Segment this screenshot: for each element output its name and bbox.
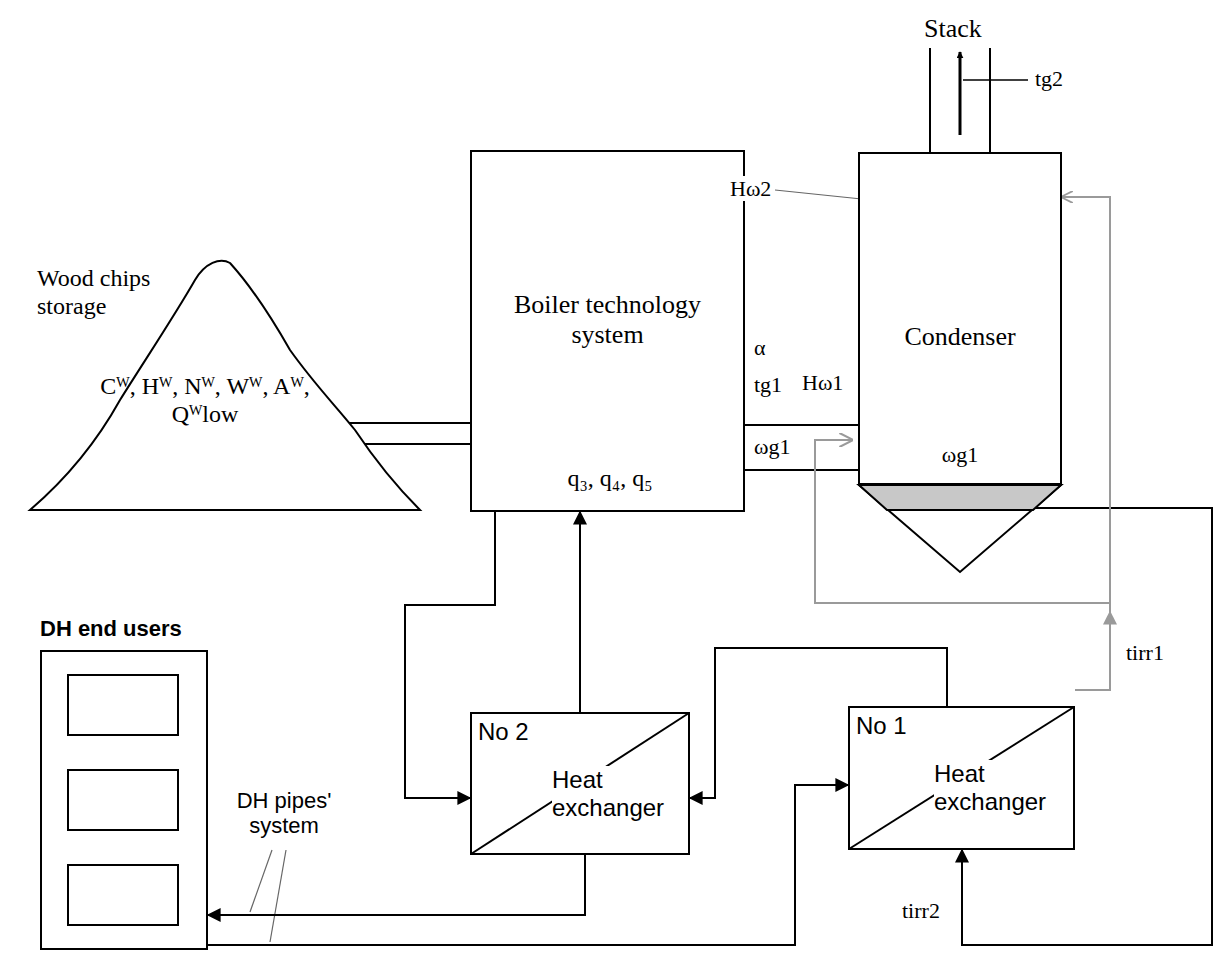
pipe-system-label: DH pipes' system — [222, 788, 346, 839]
node-shape — [858, 152, 1062, 485]
node-title: Condenser — [878, 322, 1042, 352]
spray-symbol: Hω2 — [728, 176, 773, 201]
building-unit — [68, 770, 178, 830]
stack-chimney — [930, 48, 1028, 153]
exchanger-diagonal — [471, 713, 689, 854]
temperature-symbol: tirr1 — [1124, 640, 1166, 665]
box-outline — [41, 651, 207, 949]
exchanger-outline — [849, 707, 1074, 849]
spray-water-line — [1062, 197, 1110, 690]
exchanger-diagonal — [849, 707, 1074, 849]
building-unit — [68, 865, 178, 925]
exchanger-outline — [471, 713, 689, 854]
temperature-symbol: tg1 — [752, 372, 784, 397]
box-outline — [471, 151, 744, 511]
unit-number: No 2 — [478, 718, 529, 746]
building-unit — [68, 675, 178, 735]
temperature-symbol: tirr2 — [900, 898, 942, 923]
end-users-box: DH end users — [40, 650, 208, 950]
leader-lines — [250, 190, 900, 942]
excess-air-symbol: α — [752, 335, 768, 360]
stack-label: Stack — [922, 14, 984, 44]
node-shape — [40, 650, 208, 950]
storage-pile-outline — [30, 261, 420, 510]
condensate-sump — [859, 485, 1061, 510]
node-title: DH end users — [40, 616, 240, 641]
temperature-symbol: tg2 — [1033, 66, 1065, 91]
flow-line — [579, 512, 581, 712]
heat-exchanger: No 2 Heat exchanger — [470, 712, 690, 855]
flue-duct-wall — [745, 469, 858, 471]
heat-exchanger: No 1 Heat exchanger — [848, 706, 1075, 850]
unit-number: No 1 — [856, 712, 907, 740]
storage-pile: Wood chips storageCᵂ, Hᵂ, Nᵂ, Wᵂ, Aᵂ, Qᵂ… — [25, 255, 425, 513]
condenser-outline — [859, 153, 1061, 484]
node-title: Boiler technology system — [485, 290, 730, 350]
spray-symbol: Hω1 — [800, 370, 845, 395]
flow-line — [336, 422, 470, 424]
condenser-box: Condenser ωg1 — [858, 152, 1062, 485]
flow-symbol: ωg1 — [930, 442, 990, 467]
condenser-hopper — [859, 485, 1061, 572]
node-title: Heat exchanger — [552, 766, 684, 821]
process-box: Boiler technology system q₃, q₄, q₅ — [470, 150, 745, 512]
flow-symbol: ωg1 — [752, 434, 792, 459]
flow-line — [745, 424, 858, 426]
node-title: Heat exchanger — [934, 760, 1069, 815]
loss-symbols: q₃, q₄, q₅ — [540, 465, 680, 493]
flow-line — [208, 855, 585, 915]
node-title: Wood chips storage — [37, 265, 187, 320]
fuel-composition: Cᵂ, Hᵂ, Nᵂ, Wᵂ, Aᵂ, Qᵂlow — [80, 373, 330, 428]
